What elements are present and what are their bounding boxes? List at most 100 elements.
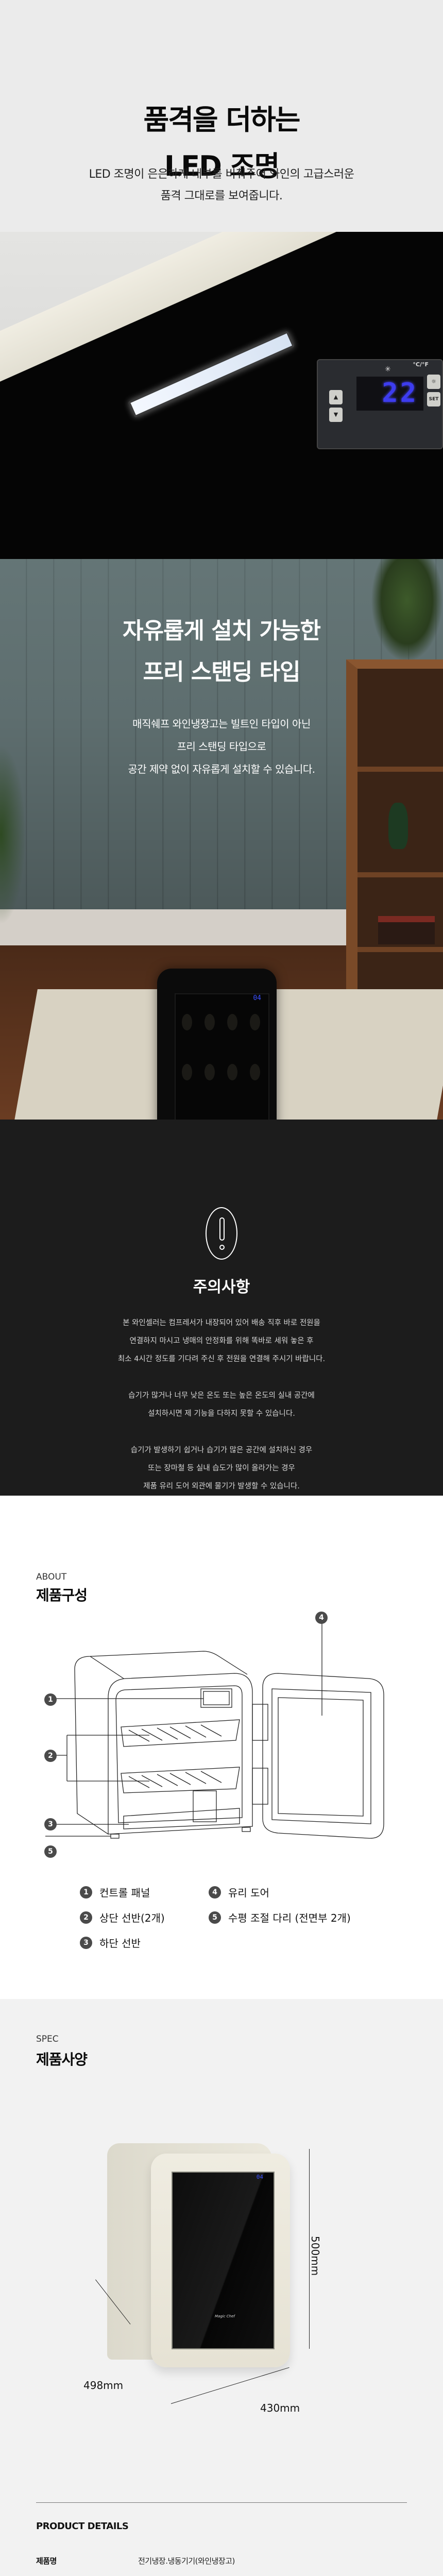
free-standing-section: 자유롭게 설치 가능한 프리 스탠딩 타입 매직쉐프 와인냉장고는 빌트인 타입… xyxy=(0,559,443,1120)
led-title-line1: 품격을 더하는 xyxy=(143,104,301,136)
shelf-board xyxy=(357,947,443,952)
width-dimension-label: 430mm xyxy=(260,2402,300,2414)
free-standing-title: 자유롭게 설치 가능한 프리 스탠딩 타입 xyxy=(0,611,443,693)
led-feature-title: 품격을 더하는 LED 조명 xyxy=(0,97,443,190)
baseboard xyxy=(0,909,361,945)
glass-door: 04 Magic Chef xyxy=(172,2172,275,2349)
legend-item: 3 하단 선반 xyxy=(80,1930,165,1955)
set-button-icon: SET xyxy=(427,392,440,406)
legend-label: 컨트롤 패널 xyxy=(99,1887,150,1899)
legend-label: 상단 선반(2개) xyxy=(99,1912,165,1924)
box-decor xyxy=(378,916,435,944)
details-divider xyxy=(36,2502,407,2503)
bottle xyxy=(182,1064,192,1080)
control-panel: ✳ °C/°F ▲ ▼ 22 ☼ SET xyxy=(317,359,443,449)
bottle xyxy=(227,1064,237,1080)
led-feature-header: 품격을 더하는 LED 조명 LED 조명이 은은하게 내부를 비춰주어 와인의… xyxy=(0,0,443,232)
exclamation-bar xyxy=(219,1217,225,1241)
free-desc-line2: 프리 스탠딩 타입으로 xyxy=(177,740,266,753)
led-interior-photo: ✳ °C/°F ▲ ▼ 22 ☼ SET xyxy=(0,232,443,559)
legend-number: 1 xyxy=(80,1886,92,1899)
caution-line: 설치하시면 제 기능을 다하지 못할 수 있습니다. xyxy=(148,1410,295,1418)
spec-value: 전기냉장.냉동기기(와인냉장고) xyxy=(138,2556,235,2566)
spec-row: 모델명MEW-HR15B / MEW-HR15W xyxy=(36,2571,350,2576)
caution-paragraph: 습기가 발생하기 쉽거나 습기가 많은 공간에 설치하신 경우 또는 장마철 등… xyxy=(0,1442,443,1496)
legend-label: 하단 선반 xyxy=(99,1937,141,1950)
bottle xyxy=(250,1014,260,1030)
callout-5: 5 xyxy=(44,1845,57,1858)
temperature-unit-label: °C/°F xyxy=(413,361,429,368)
snowflake-icon: ✳ xyxy=(385,365,391,374)
shelf-board xyxy=(357,872,443,877)
shelf-board xyxy=(357,767,443,772)
callout-1: 1 xyxy=(44,1693,57,1706)
spec-kicker: SPEC xyxy=(36,2034,59,2044)
legend-label: 수평 조절 다리 (전면부 2개) xyxy=(228,1912,351,1924)
legend-number: 3 xyxy=(80,1936,92,1949)
led-feature-description: LED 조명이 은은하게 내부를 비춰주어 와인의 고급스러운 품격 그대로를 … xyxy=(0,164,443,207)
led-desc-line1: LED 조명이 은은하게 내부를 비춰주어 와인의 고급스러운 xyxy=(89,168,354,181)
legend-number: 2 xyxy=(80,1911,92,1924)
free-desc-line1: 매직쉐프 와인냉장고는 빌트인 타입이 아닌 xyxy=(132,718,311,730)
caution-section: 주의사항 본 와인셀러는 컴프레서가 내장되어 있어 배송 직후 바로 전원을 … xyxy=(0,1120,443,1496)
plant-decor-right xyxy=(371,559,443,662)
spec-row: 제품명 전기냉장.냉동기기(와인냉장고) xyxy=(36,2550,350,2571)
about-kicker: ABOUT xyxy=(36,1572,67,1582)
legend-item: 2 상단 선반(2개) xyxy=(80,1905,165,1930)
light-bulb-icon: ☼ xyxy=(427,375,440,389)
caution-line: 본 와인셀러는 컴프레서가 내장되어 있어 배송 직후 바로 전원을 xyxy=(123,1319,320,1327)
callout-4: 4 xyxy=(315,1612,328,1624)
fridge-component-diagram xyxy=(45,1615,384,1839)
free-standing-description: 매직쉐프 와인냉장고는 빌트인 타입이 아닌 프리 스탠딩 타입으로 공간 제약… xyxy=(0,713,443,781)
plant-decor-left xyxy=(0,744,26,925)
caution-line: 제품 유리 도어 외관에 물기가 발생할 수 있습니다. xyxy=(143,1482,300,1490)
caution-title: 주의사항 xyxy=(193,1278,250,1296)
caution-line: 습기가 발생하기 쉽거나 습기가 많은 공간에 설치하신 경우 xyxy=(130,1446,313,1454)
caution-line: 연결하지 마시고 냉매의 안정화를 위해 똑바로 세워 놓은 후 xyxy=(129,1337,314,1345)
spec-title: 제품사양 xyxy=(36,2051,88,2068)
callout-2: 2 xyxy=(44,1750,57,1762)
temp-down-button-icon: ▼ xyxy=(329,408,343,422)
legend-item: 4 유리 도어 xyxy=(209,1879,351,1905)
led-title-line2: LED 조명 xyxy=(164,150,280,182)
brand-logo: Magic Chef xyxy=(215,2314,235,2318)
free-title-line1: 자유롭게 설치 가능한 xyxy=(123,618,321,644)
bottle xyxy=(182,1014,192,1030)
vase xyxy=(388,803,408,849)
legend-item: 1 컨트롤 패널 xyxy=(80,1879,165,1905)
legend-number: 4 xyxy=(209,1886,221,1899)
spec-key: 제품명 xyxy=(36,2556,57,2566)
caution-paragraph: 본 와인셀러는 컴프레서가 내장되어 있어 배송 직후 바로 전원을 연결하지 … xyxy=(0,1314,443,1368)
glass-door: 04 Magic Chef xyxy=(175,993,269,1120)
components-title: 제품구성 xyxy=(36,1587,88,1604)
wine-fridge-black: 04 Magic Chef xyxy=(157,969,277,1120)
caution-line: 최소 4시간 정도를 기다려 주신 후 전원을 연결해 주시기 바랍니다. xyxy=(117,1355,326,1363)
free-title-line2: 프리 스탠딩 타입 xyxy=(143,659,301,685)
temperature-display: 22 xyxy=(356,377,423,411)
components-legend-left: 1 컨트롤 패널 2 상단 선반(2개) 3 하단 선반 xyxy=(80,1879,165,1955)
caution-paragraph: 습기가 많거나 너무 낮은 온도 또는 높은 온도의 실내 공간에 설치하시면 … xyxy=(0,1387,443,1423)
fridge-interior-dark xyxy=(0,448,443,559)
legend-item: 5 수평 조절 다리 (전면부 2개) xyxy=(209,1905,351,1930)
legend-label: 유리 도어 xyxy=(228,1887,269,1899)
caution-line: 습기가 많거나 너무 낮은 온도 또는 높은 온도의 실내 공간에 xyxy=(128,1392,315,1400)
temperature-value: 22 xyxy=(382,378,418,409)
bottle xyxy=(227,1014,237,1030)
caution-line: 또는 장마철 등 실내 습도가 많이 올라가는 경우 xyxy=(148,1464,295,1472)
fridge-display: 04 xyxy=(253,994,261,1002)
width-dimension-line xyxy=(171,2367,289,2404)
callout-3: 3 xyxy=(44,1818,57,1831)
spec-section: SPEC 제품사양 04 Magic Chef 500mm 498mm 430m… xyxy=(0,1999,443,2576)
fridge-door: 04 Magic Chef xyxy=(151,2154,290,2367)
components-section: ABOUT 제품구성 1 2 xyxy=(0,1496,443,1999)
temp-up-button-icon: ▲ xyxy=(329,390,343,404)
product-render-cream: 04 Magic Chef xyxy=(94,2143,290,2370)
legend-number: 5 xyxy=(209,1911,221,1924)
exclamation-circle-icon xyxy=(206,1207,237,1260)
components-legend-right: 4 유리 도어 5 수평 조절 다리 (전면부 2개) xyxy=(209,1879,351,1930)
fridge-display: 04 xyxy=(256,2174,263,2180)
height-dimension-label: 500mm xyxy=(309,2236,321,2276)
free-desc-line3: 공간 제약 없이 자유롭게 설치할 수 있습니다. xyxy=(128,763,315,775)
led-desc-line2: 품격 그대로를 보여줍니다. xyxy=(160,190,283,202)
spec-table: 제품명 전기냉장.냉동기기(와인냉장고) 모델명MEW-HR15B / MEW-H… xyxy=(36,2550,350,2576)
